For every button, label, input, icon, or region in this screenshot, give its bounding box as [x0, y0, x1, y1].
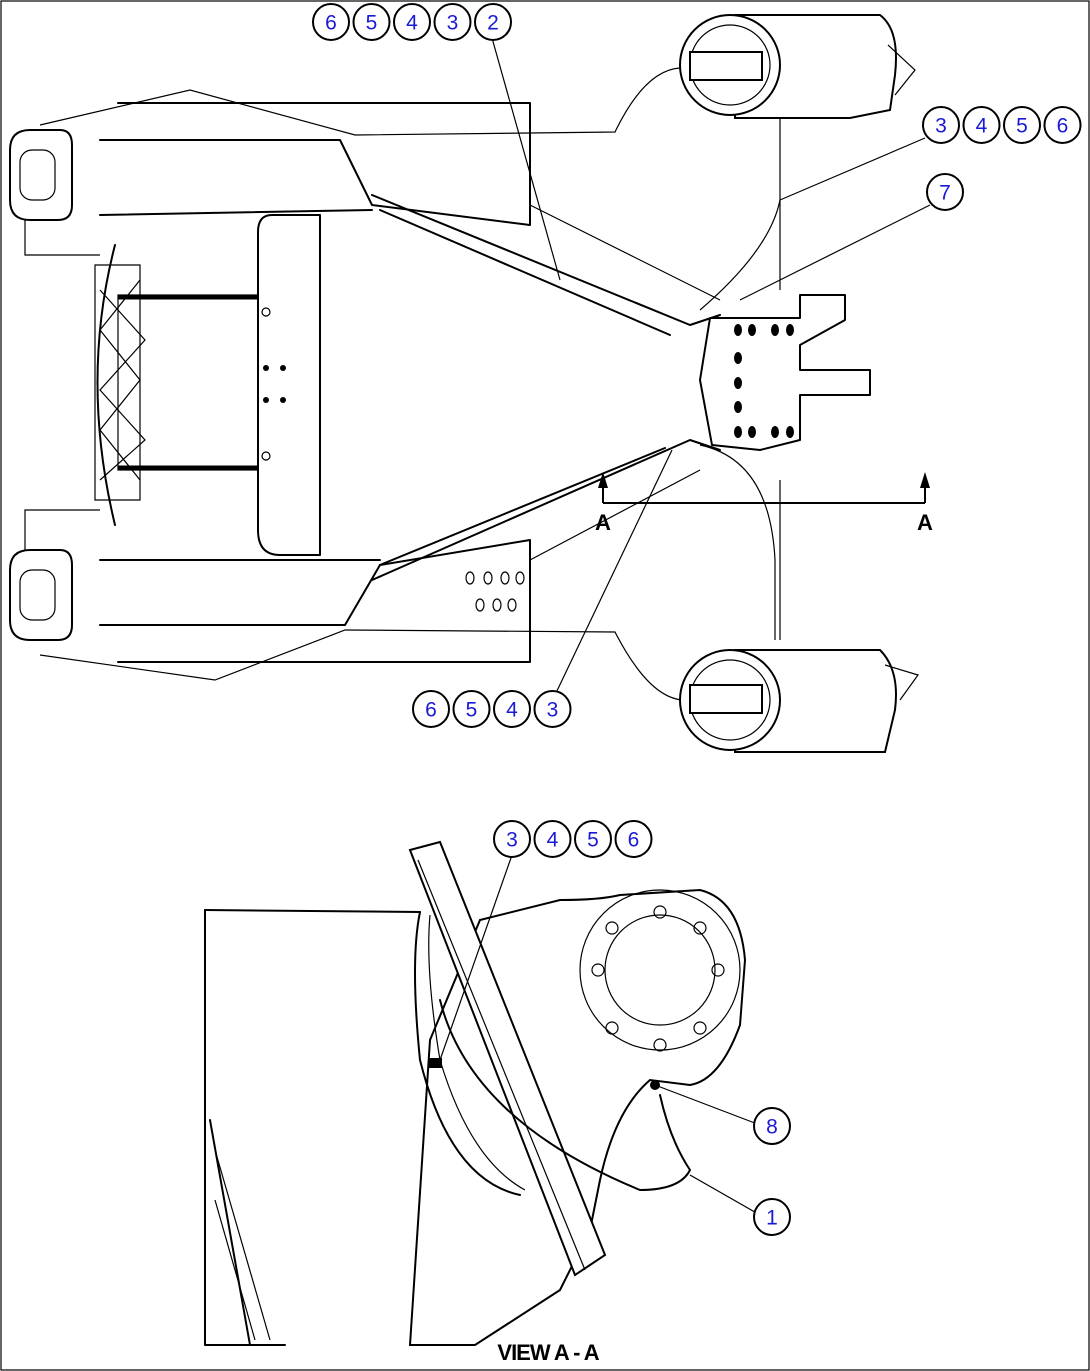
callout-number-4: 4: [976, 115, 988, 138]
upper-diagonal-arm: [371, 194, 721, 326]
callout-number-3: 3: [506, 829, 518, 852]
callout-circle: [574, 820, 612, 858]
lower-diagonal-arm: [371, 439, 721, 581]
callout-number-6: 6: [425, 699, 437, 722]
top-leaders: [491, 37, 931, 696]
callout-circle: [474, 3, 512, 41]
callout-circle: [312, 3, 350, 41]
callout-circle: [753, 1107, 791, 1145]
crossmember-plate: [117, 294, 259, 471]
callout-circle: [352, 3, 391, 41]
front-hitch-block: [699, 294, 871, 451]
callout-number-5: 5: [1016, 115, 1028, 138]
callout-number-5: 5: [366, 12, 378, 35]
callout-circle: [493, 690, 531, 728]
callout-circle: [533, 690, 572, 728]
callout-group-view-eight: 8: [753, 1107, 791, 1145]
callout-circle: [452, 690, 491, 728]
section-frame-edge: [204, 909, 286, 1346]
center-crossmember: [257, 214, 321, 556]
callout-circle: [433, 3, 472, 41]
callout-circle: [533, 820, 572, 858]
callout-number-3: 3: [447, 12, 459, 35]
callout-number-2: 2: [487, 12, 499, 35]
callout-number-1: 1: [766, 1207, 778, 1230]
lower-rail: [99, 539, 531, 663]
section-letter-right: A: [917, 510, 933, 535]
callout-number-8: 8: [766, 1116, 778, 1139]
rear-hose-loop: [96, 244, 116, 526]
section-line-a-a: A A: [595, 472, 933, 535]
callout-number-3: 3: [547, 699, 559, 722]
brake-line: [439, 999, 691, 1191]
callout-number-4: 4: [547, 829, 559, 852]
callout-circle: [753, 1198, 791, 1236]
top-view-frame: [9, 14, 919, 753]
callout-number-6: 6: [1057, 115, 1069, 138]
callout-layer: 6 5 4 3 2 3 4 5 6 7 6 5 4 3 3 4 5 6 8 1: [312, 3, 1082, 1236]
callout-number-4: 4: [506, 699, 518, 722]
upper-cylinder: [734, 14, 897, 119]
callout-number-5: 5: [466, 699, 478, 722]
callout-group-bottom-group: 6 5 4 3: [412, 690, 572, 728]
callout-circle: [962, 106, 1001, 144]
lower-cylinder: [734, 649, 897, 753]
callout-circle: [493, 820, 531, 858]
callout-number-5: 5: [587, 829, 599, 852]
callout-circle: [1043, 106, 1082, 144]
callout-number-3: 3: [935, 115, 947, 138]
section-leaders: [439, 854, 761, 1216]
rear-pivot-lower: [9, 549, 73, 641]
diagonal-tube: [408, 840, 607, 1277]
upper-rail: [99, 102, 531, 226]
callout-circle: [412, 690, 450, 728]
callout-number-4: 4: [406, 12, 418, 35]
callout-circle: [922, 106, 960, 144]
callout-group-top-right-group: 3 4 5 6: [922, 106, 1082, 144]
callout-circle: [614, 820, 653, 858]
section-view: [204, 840, 747, 1346]
callout-number-6: 6: [628, 829, 640, 852]
rear-pivot-upper: [9, 129, 73, 221]
callout-group-view-one: 1: [753, 1198, 791, 1236]
view-caption: VIEW A - A: [497, 1340, 599, 1365]
callout-group-view-top-group: 3 4 5 6: [493, 820, 653, 858]
callout-circle: [1003, 106, 1041, 144]
upper-rail-inner: [99, 209, 373, 216]
hose-bundle: [414, 911, 521, 1196]
callout-group-right-single: 7: [926, 173, 964, 211]
callout-number-7: 7: [939, 182, 951, 205]
callout-circle: [926, 173, 964, 211]
callout-circle: [393, 3, 431, 41]
callout-number-6: 6: [325, 12, 337, 35]
callout-group-top-left-group: 6 5 4 3 2: [312, 3, 512, 41]
section-letter-left: A: [595, 510, 611, 535]
